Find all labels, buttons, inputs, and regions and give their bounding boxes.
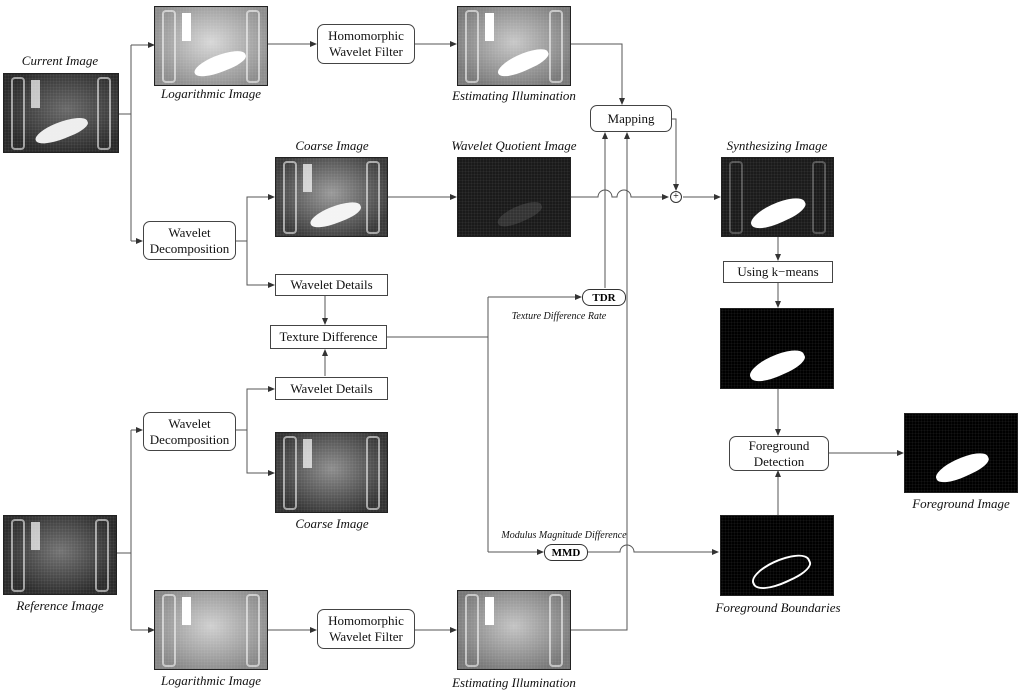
modulus-magnitude-difference-label: Modulus Magnitude Difference xyxy=(501,530,627,541)
door-frame-right xyxy=(366,161,381,234)
foreground-detection-box: Foreground Detection xyxy=(729,436,829,471)
coarse-image-top xyxy=(275,157,388,237)
texture-difference-rate-label: Texture Difference Rate xyxy=(511,311,607,322)
door-frame-right xyxy=(366,436,381,510)
coarse-image-caption-bottom: Coarse Image xyxy=(295,516,369,531)
kmeans-binary-image xyxy=(720,308,834,389)
wavelet-quotient-caption: Wavelet Quotient Image xyxy=(451,138,577,153)
door-frame-left xyxy=(10,519,25,592)
logarithmic-image-caption-bottom: Logarithmic Image xyxy=(160,673,262,688)
wavelet-details-top: Wavelet Details xyxy=(275,274,388,296)
window-glare xyxy=(31,80,41,109)
foreground-image xyxy=(904,413,1018,493)
door-frame-left xyxy=(10,77,26,150)
window-glare xyxy=(181,13,191,42)
cat-silhouette xyxy=(494,43,551,82)
door-frame-right xyxy=(246,10,261,83)
mapping-box: Mapping xyxy=(590,105,672,132)
current-image xyxy=(3,73,119,153)
homomorphic-wavelet-filter-bottom: Homomorphic Wavelet Filter xyxy=(317,609,415,649)
coarse-image-bottom xyxy=(275,432,388,513)
cat-silhouette xyxy=(32,112,90,150)
texture-difference-box: Texture Difference xyxy=(270,325,387,349)
foreground-boundaries-caption: Foreground Boundaries xyxy=(715,600,841,615)
cat-silhouette xyxy=(191,45,249,82)
cat-silhouette xyxy=(747,191,808,235)
door-frame-left xyxy=(464,594,479,667)
wavelet-decomposition-top: Wavelet Decomposition xyxy=(143,221,236,260)
estimating-illumination-caption-bottom: Estimating Illumination xyxy=(452,675,576,690)
wavelet-decomposition-bottom: Wavelet Decomposition xyxy=(143,412,236,451)
door-frame-left xyxy=(161,10,176,83)
foreground-boundaries-image xyxy=(720,515,834,596)
using-kmeans-box: Using k−means xyxy=(723,261,833,283)
cat-silhouette xyxy=(746,343,808,387)
estimating-illumination-top xyxy=(457,6,571,86)
cat-outline xyxy=(747,546,815,595)
sum-node: + xyxy=(670,191,682,203)
window-glare xyxy=(484,597,494,626)
door-frame-right xyxy=(549,594,564,667)
wavelet-quotient-image xyxy=(457,157,571,237)
door-frame-left xyxy=(161,594,176,667)
wavelet-details-bottom: Wavelet Details xyxy=(275,377,388,400)
cat-silhouette xyxy=(932,446,992,488)
logarithmic-image-caption-top: Logarithmic Image xyxy=(160,86,262,101)
door-frame-left xyxy=(728,161,743,234)
mmd-node: MMD xyxy=(544,544,588,561)
synthesizing-image-caption: Synthesizing Image xyxy=(726,138,828,153)
window-glare xyxy=(30,522,40,551)
door-frame-right xyxy=(246,594,261,667)
cat-silhouette xyxy=(308,197,364,233)
logarithmic-image-top xyxy=(154,6,268,86)
reference-image-caption: Reference Image xyxy=(16,598,104,613)
door-frame-left xyxy=(464,10,479,83)
coarse-image-caption-top: Coarse Image xyxy=(295,138,369,153)
door-frame-right xyxy=(549,10,564,83)
estimating-illumination-caption-top: Estimating Illumination xyxy=(452,88,576,103)
door-frame-right xyxy=(96,77,112,150)
current-image-caption: Current Image xyxy=(21,53,99,68)
door-frame-left xyxy=(282,436,297,510)
foreground-image-caption: Foreground Image xyxy=(912,496,1010,511)
door-frame-right xyxy=(95,519,110,592)
estimating-illumination-bottom xyxy=(457,590,571,670)
window-glare xyxy=(484,13,494,42)
door-frame-right xyxy=(812,161,827,234)
door-frame-left xyxy=(282,161,297,234)
homomorphic-wavelet-filter-top: Homomorphic Wavelet Filter xyxy=(317,24,415,64)
reference-image xyxy=(3,515,117,595)
tdr-node: TDR xyxy=(582,289,626,306)
cat-silhouette xyxy=(494,197,545,232)
window-glare xyxy=(302,439,312,468)
logarithmic-image-bottom xyxy=(154,590,268,670)
window-glare xyxy=(302,164,312,193)
synthesizing-image xyxy=(721,157,834,237)
window-glare xyxy=(181,597,191,626)
